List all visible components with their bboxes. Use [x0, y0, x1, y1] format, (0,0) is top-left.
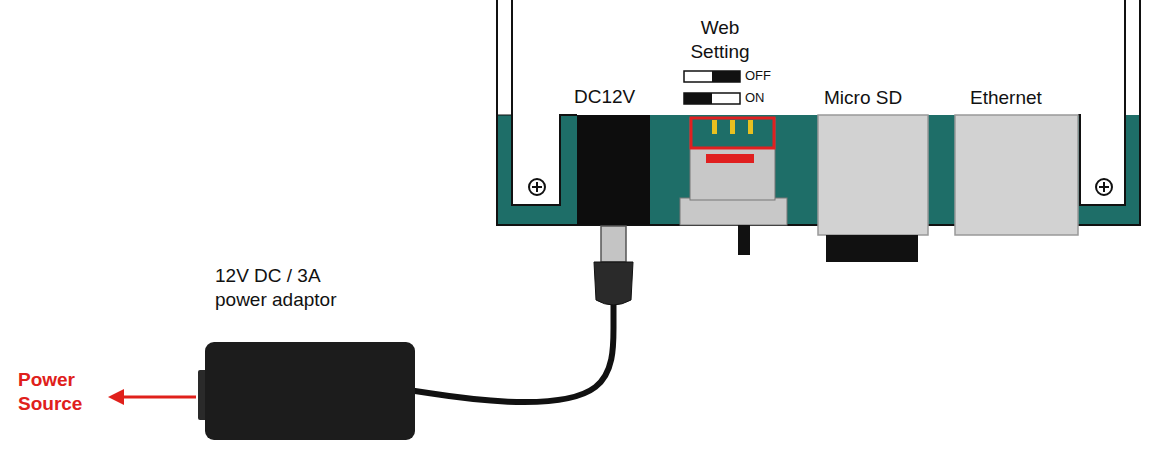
ethernet-port: [955, 115, 1078, 235]
switch-state: OFF: [745, 68, 771, 84]
port-label: DC12V: [574, 85, 635, 109]
screw: [1096, 179, 1112, 195]
micro-sd-slot: [818, 115, 928, 262]
screw: [529, 179, 545, 195]
power-arrow: [108, 389, 196, 405]
housing-wall: [512, 0, 577, 205]
panel-notch: [1080, 113, 1125, 205]
power-source-label: Power Source: [18, 368, 113, 416]
switch-state: ON: [745, 90, 765, 106]
dc-plug: [594, 226, 633, 305]
port-label: Ethernet: [970, 86, 1042, 110]
adaptor-label: 12V DC / 3A power adaptor: [215, 264, 365, 312]
housing-wall: [1078, 0, 1125, 205]
power-cable: [415, 225, 614, 402]
port-label: Micro SD: [824, 86, 902, 110]
dip-switch: [680, 118, 787, 255]
switch-on-icon: [684, 93, 740, 104]
dc-jack: DC12V: [577, 115, 650, 225]
switch-off-icon: [684, 71, 740, 82]
power-adaptor: 12V DC / 3A power adaptor: [205, 342, 415, 440]
switch-label: Web Setting: [676, 16, 764, 64]
panel-notch: [512, 113, 560, 205]
